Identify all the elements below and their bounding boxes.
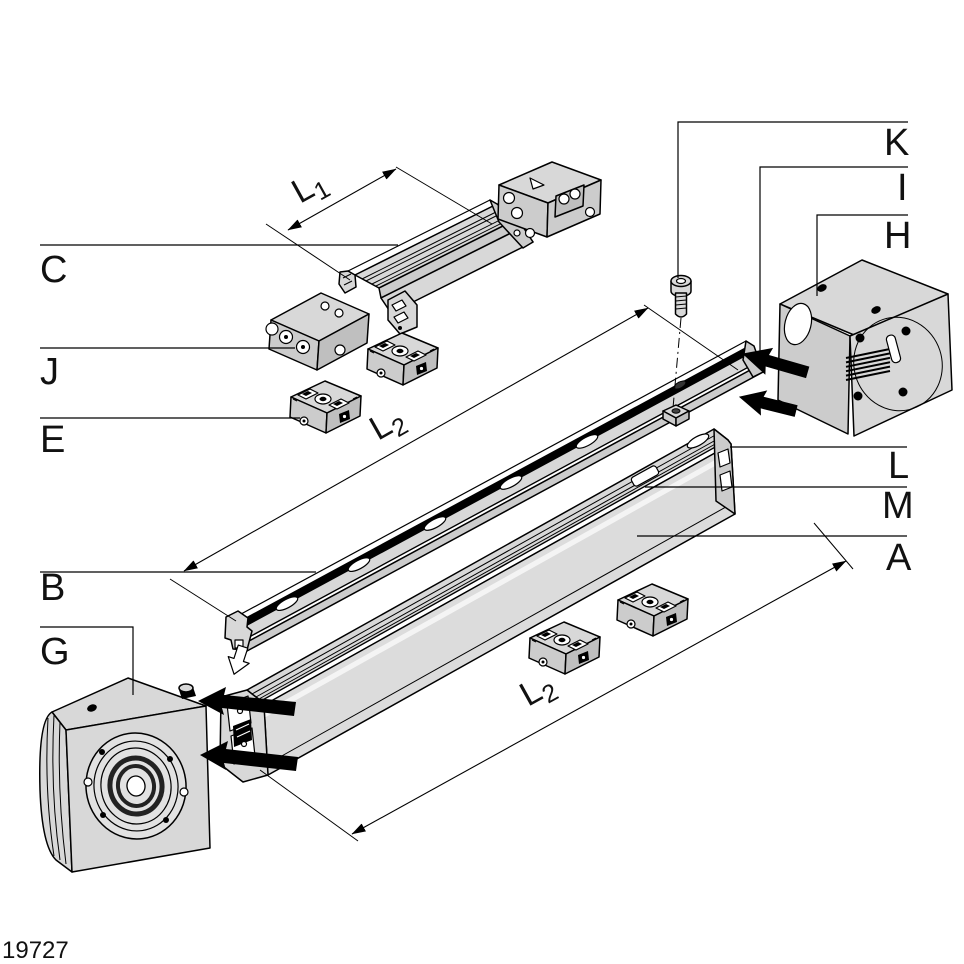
tandem-block-drawing — [265, 292, 370, 371]
guide-rail-left-end-face — [224, 610, 253, 651]
part-label-C: C — [40, 249, 67, 291]
part-label-J: J — [40, 351, 59, 393]
leader-I — [759, 166, 908, 364]
t-nut-drawing — [662, 404, 690, 427]
part-label-K: K — [884, 122, 909, 164]
part-label-A: A — [886, 537, 912, 579]
connection-kit-upper-2 — [366, 332, 439, 386]
support-profile-right-end-face — [713, 428, 736, 515]
part-label-M: M — [882, 485, 914, 527]
flange-slot — [885, 334, 902, 364]
leader-G — [40, 626, 134, 695]
belt-direction-arrow-upper — [742, 347, 810, 379]
motor-mount-arrow-upper — [198, 687, 296, 716]
connection-kit-upper-1 — [289, 380, 362, 434]
leader-H — [816, 214, 908, 296]
motor-shaft-bore — [126, 775, 146, 797]
screw-axis-centerline — [672, 317, 682, 409]
connection-kit-lower-2 — [616, 583, 689, 637]
leader-lines — [40, 121, 908, 695]
part-label-B: B — [40, 567, 65, 609]
dimension-l2-mid: L2 — [169, 304, 739, 622]
part-label-G: G — [40, 631, 70, 673]
rail-cap — [275, 596, 299, 611]
part-labels: C J E B G K I H L M A — [40, 122, 914, 673]
part-label-E: E — [40, 419, 65, 461]
dim-label-l2-mid: L2 — [363, 399, 413, 453]
rail-screw-hole — [673, 380, 687, 390]
cover-profile-left-end — [338, 270, 357, 294]
part-label-I: I — [897, 167, 908, 209]
part-label-H: H — [884, 215, 911, 257]
connection-kit-lower-1 — [528, 621, 601, 675]
fastening-screw-drawing — [670, 274, 692, 409]
belt-direction-arrow-lower — [738, 390, 798, 417]
gear-motor-drawing — [39, 677, 298, 873]
dimension-l2-bottom: L2 — [259, 522, 854, 842]
figure-number: 19727 — [2, 937, 69, 964]
t-nut-in-slot — [233, 719, 252, 747]
drive-head-drawing — [738, 259, 953, 437]
belt-opening — [783, 302, 813, 346]
mounting-direction-arrow-icon — [227, 644, 250, 675]
motor-ribbed-side — [39, 711, 73, 873]
part-label-L: L — [888, 445, 909, 487]
leader-K — [677, 121, 908, 278]
end-cap-block-drawing — [497, 161, 602, 239]
slot-cover-cap — [686, 433, 710, 449]
dim-label-l2-bottom: L2 — [513, 665, 563, 719]
motor-mount-arrow-lower — [200, 741, 298, 771]
motor-bearing-ring — [107, 755, 165, 817]
